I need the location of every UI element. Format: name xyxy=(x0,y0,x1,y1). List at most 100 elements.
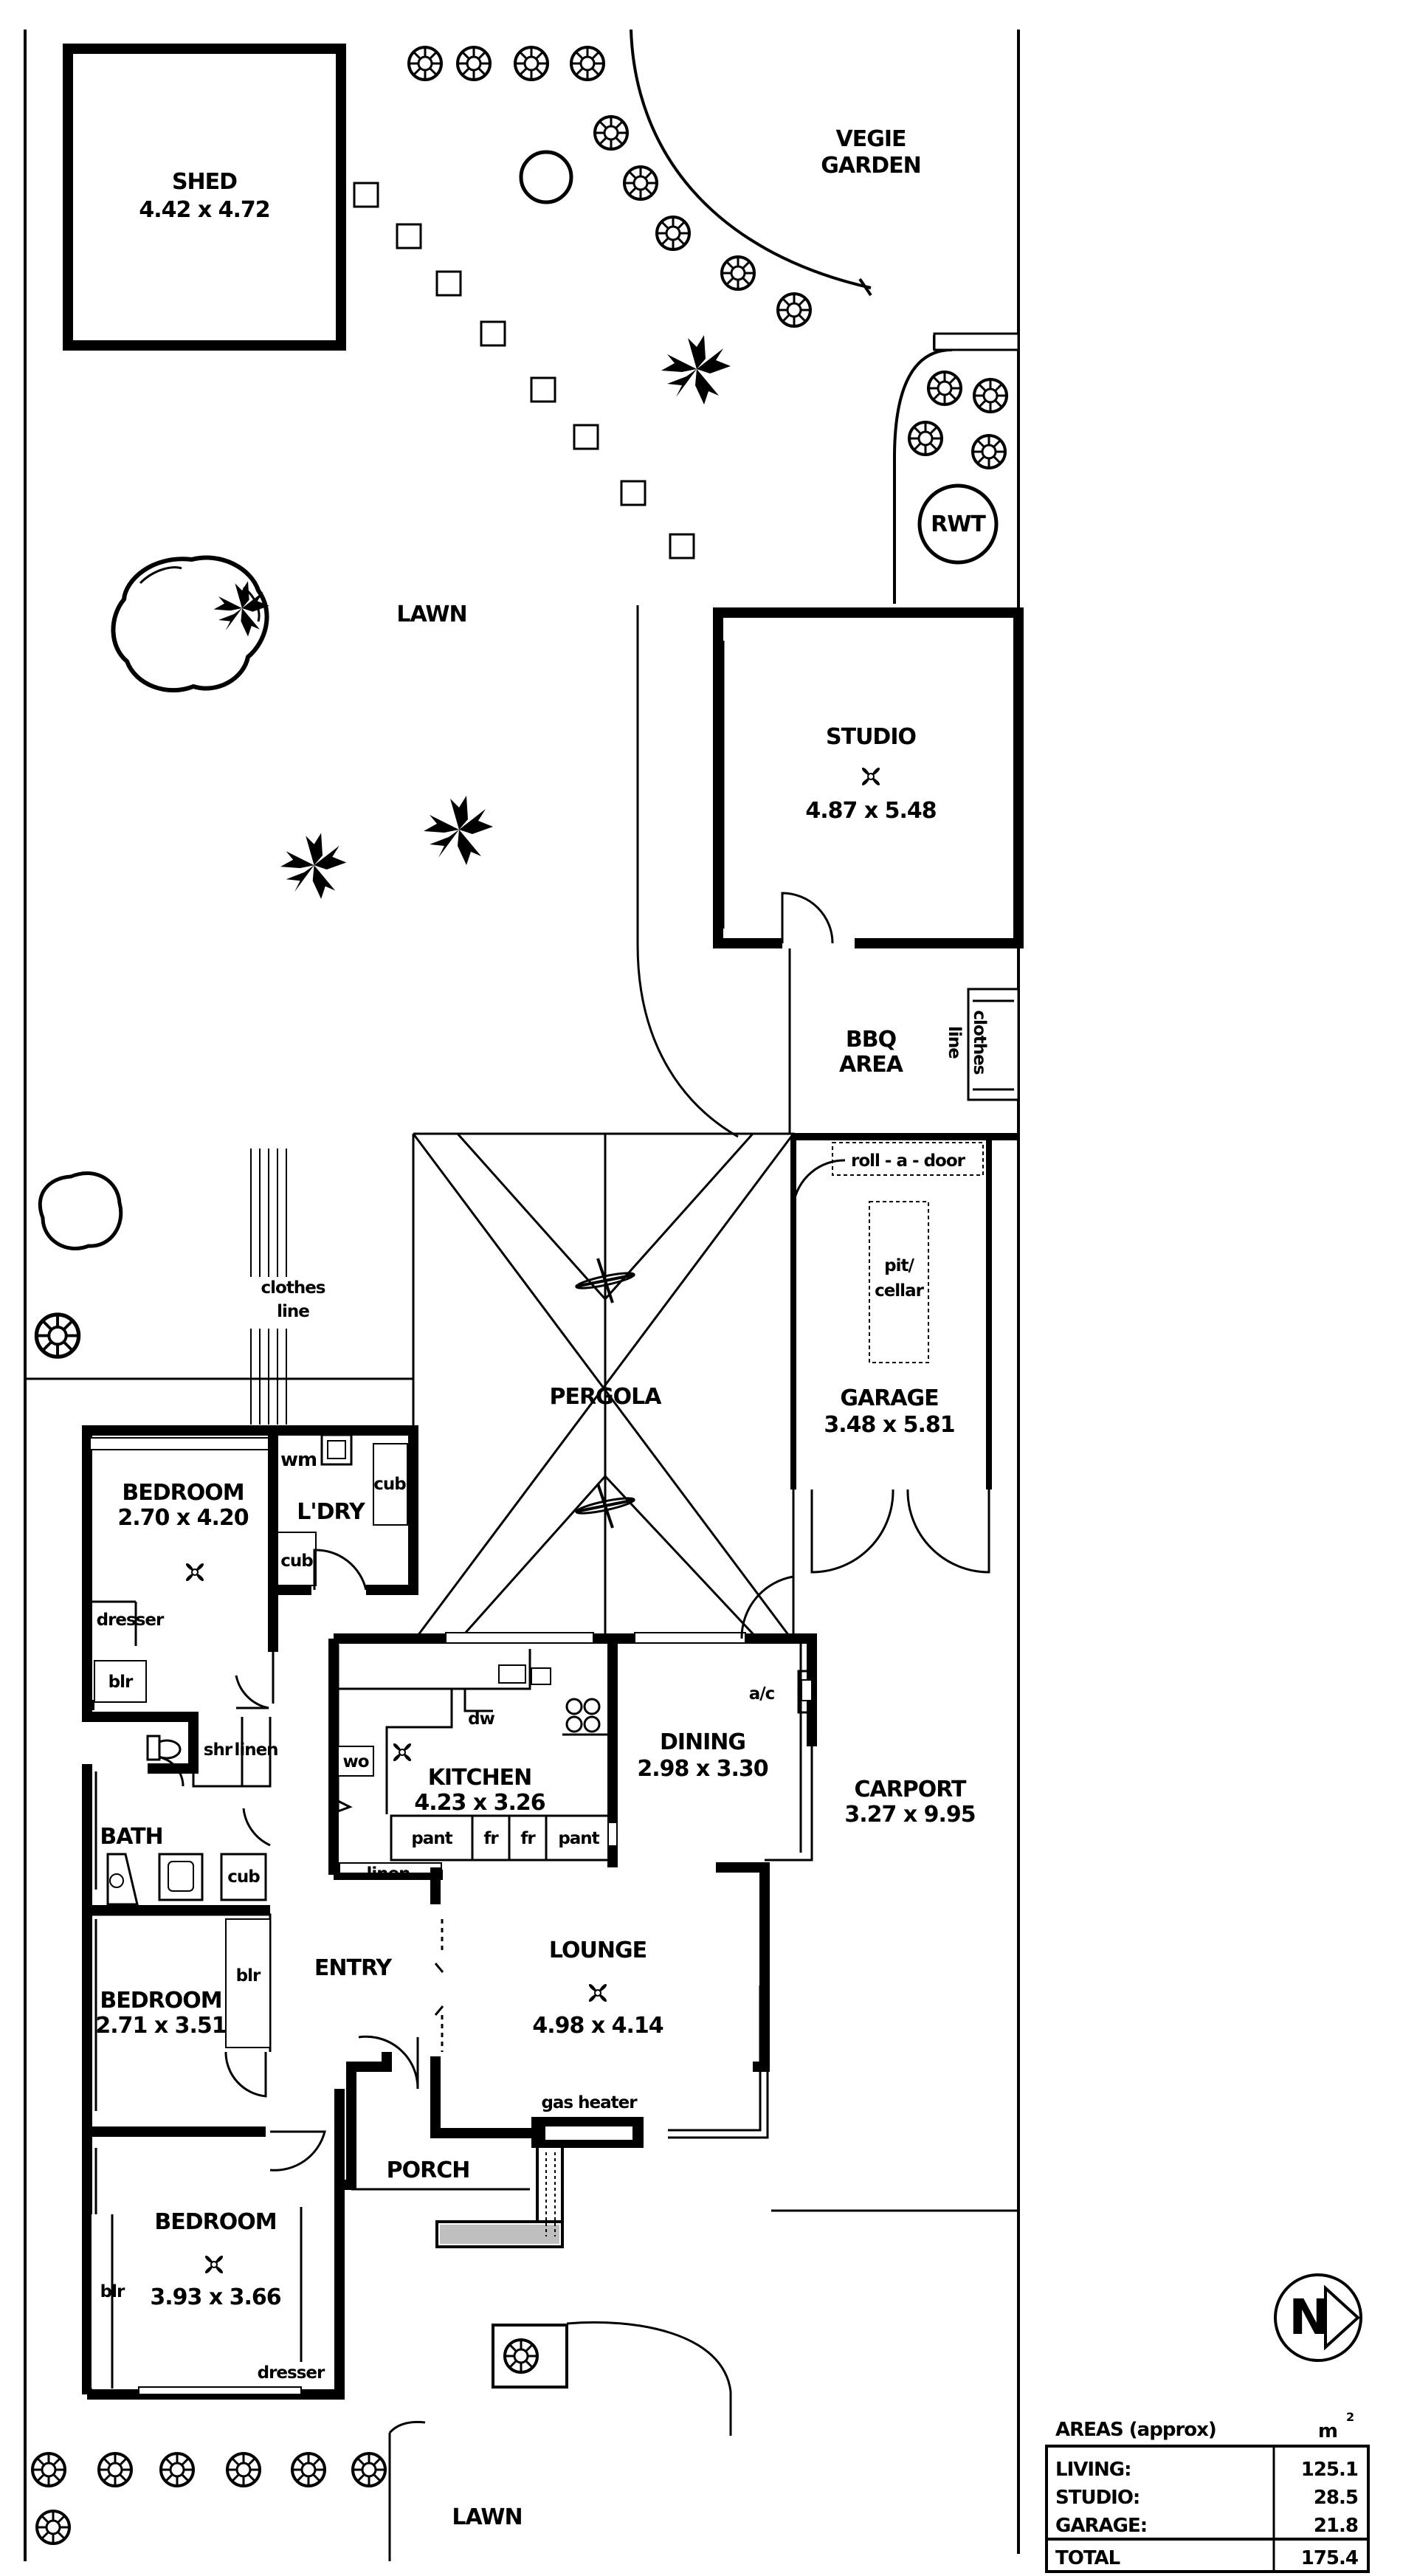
paver-icon xyxy=(396,223,422,249)
vegie-garden-line1: VEGIE xyxy=(836,126,906,152)
area-row-value-1: 28.5 xyxy=(1314,2487,1358,2509)
bedroom1-dims: 2.70 x 4.20 xyxy=(117,1505,248,1531)
areas-total-value: 175.4 xyxy=(1301,2547,1358,2569)
clothes-line: clothes line xyxy=(249,1148,326,1425)
studio: STUDIO 4.87 x 5.48 xyxy=(713,607,1024,948)
garage-dims: 3.48 x 5.81 xyxy=(824,1412,954,1438)
paver-icon xyxy=(620,480,647,506)
entry-label: ENTRY xyxy=(314,1955,393,1981)
pant1-label: pant xyxy=(411,1829,452,1848)
paver-icon xyxy=(669,533,695,559)
bbq-line2: AREA xyxy=(839,1052,904,1078)
shed-name: SHED xyxy=(172,169,237,195)
tree-icon xyxy=(111,555,269,693)
clothes-line-line1: clothes xyxy=(261,1278,325,1298)
shrub-icon xyxy=(456,46,492,81)
pit-line1: pit/ xyxy=(884,1256,914,1275)
palm-icon xyxy=(280,833,347,899)
linen2-label: linen xyxy=(366,1864,410,1884)
ceiling-fan-icon xyxy=(196,2246,232,2283)
laundry-label: L'DRY xyxy=(297,1499,366,1525)
roll-a-door-label: roll - a - door xyxy=(851,1151,966,1171)
shrub-icon xyxy=(407,46,443,81)
shrub-icon xyxy=(776,292,812,328)
pergola: PERGOLA xyxy=(412,1132,795,1643)
shrub-icon xyxy=(655,216,691,251)
dw-label: dw xyxy=(468,1709,494,1729)
paver-icon xyxy=(480,320,506,347)
shrub-icon xyxy=(36,1315,78,1357)
gas-heater-label: gas heater xyxy=(541,2093,638,2112)
dining-name: DINING xyxy=(660,1729,745,1755)
area-row-label-1: STUDIO: xyxy=(1055,2487,1140,2509)
ac-label: a/c xyxy=(749,1684,775,1704)
palm-icon xyxy=(424,796,493,865)
compass-letter: N xyxy=(1289,2289,1329,2346)
area-row-value-0: 125.1 xyxy=(1301,2459,1358,2481)
bath-label: BATH xyxy=(100,1824,162,1850)
room-labels: BEDROOM 2.70 x 4.20 wm L'DRY cub cub dre… xyxy=(92,1449,976,2383)
shrub-icon xyxy=(570,46,605,81)
shrub-icon xyxy=(514,46,549,81)
bedroom3-name: BEDROOM xyxy=(154,2209,276,2235)
paver-icon xyxy=(435,270,462,297)
clothes-line-vert-line1: clothes xyxy=(970,1010,989,1075)
shrub-icon xyxy=(351,2452,387,2487)
paver-icon xyxy=(353,182,379,208)
fr2-label: fr xyxy=(520,1829,536,1848)
shrub-icon xyxy=(97,2452,133,2487)
north-compass: N xyxy=(1274,2273,1362,2362)
ceiling-fan-icon xyxy=(384,1734,421,1771)
ceiling-fan-icon xyxy=(176,1554,213,1591)
back-garden: VEGIE GARDEN RWT LAWN xyxy=(111,29,1020,1138)
shrub-icon xyxy=(226,2452,261,2487)
garage-name: GARAGE xyxy=(840,1385,938,1411)
paver-icon xyxy=(530,376,556,403)
lawn-front-label: LAWN xyxy=(452,2504,522,2530)
areas-title: AREAS (approx) xyxy=(1055,2419,1216,2441)
clothes-line-line2: line xyxy=(277,1302,309,1321)
rwt-label: RWT xyxy=(931,512,986,537)
dresser1-label: dresser xyxy=(97,1611,165,1630)
blr1-label: blr xyxy=(108,1673,134,1692)
areas-unit: m xyxy=(1318,2420,1337,2442)
lounge-name: LOUNGE xyxy=(549,1938,647,1963)
carport-name: CARPORT xyxy=(854,1777,967,1802)
shrub-icon xyxy=(31,2452,66,2487)
shrub-icon xyxy=(291,2452,326,2487)
linen1-label: linen xyxy=(234,1740,277,1760)
studio-name: STUDIO xyxy=(826,724,916,750)
garage: roll - a - door pit/ cellar GARAGE 3.48 … xyxy=(790,1133,1018,1574)
clothes-line-vert-line2: line xyxy=(945,1026,964,1058)
kitchen-name: KITCHEN xyxy=(428,1765,532,1791)
bedroom2-dims: 2.71 x 3.51 xyxy=(95,2013,226,2039)
lounge-dims: 4.98 x 4.14 xyxy=(532,2013,663,2039)
pergola-label: PERGOLA xyxy=(549,1384,662,1410)
shr-label: shr xyxy=(204,1740,233,1760)
shrub-icon xyxy=(593,115,629,151)
paver-icon xyxy=(573,424,599,450)
shrub-icon xyxy=(159,2452,195,2487)
vegie-garden-line2: GARDEN xyxy=(821,153,920,179)
dresser2-label: dresser xyxy=(258,2363,325,2383)
shrub-icon xyxy=(503,2338,539,2374)
shrub-icon xyxy=(971,434,1007,469)
shrub-icon xyxy=(35,2510,71,2545)
bedroom1-name: BEDROOM xyxy=(122,1480,244,1506)
shrub-icon xyxy=(973,378,1008,413)
areas-unit-sup: 2 xyxy=(1346,2410,1354,2424)
porch-label: PORCH xyxy=(387,2157,470,2183)
carport-dims: 3.27 x 9.95 xyxy=(844,1802,975,1828)
bbq-line1: BBQ xyxy=(846,1027,896,1053)
studio-dims: 4.87 x 5.48 xyxy=(805,798,936,824)
cub3-label: cub xyxy=(227,1867,260,1887)
shed-dims: 4.42 x 4.72 xyxy=(139,197,269,223)
bush-icon xyxy=(38,1171,123,1251)
pant2-label: pant xyxy=(558,1829,599,1848)
area-row-label-2: GARAGE: xyxy=(1055,2515,1147,2537)
area-row-label-0: LIVING: xyxy=(1055,2459,1131,2481)
ceiling-fan-icon xyxy=(579,1974,616,2011)
blr3-label: blr xyxy=(100,2282,125,2301)
areas-total-label: TOTAL xyxy=(1055,2547,1120,2569)
